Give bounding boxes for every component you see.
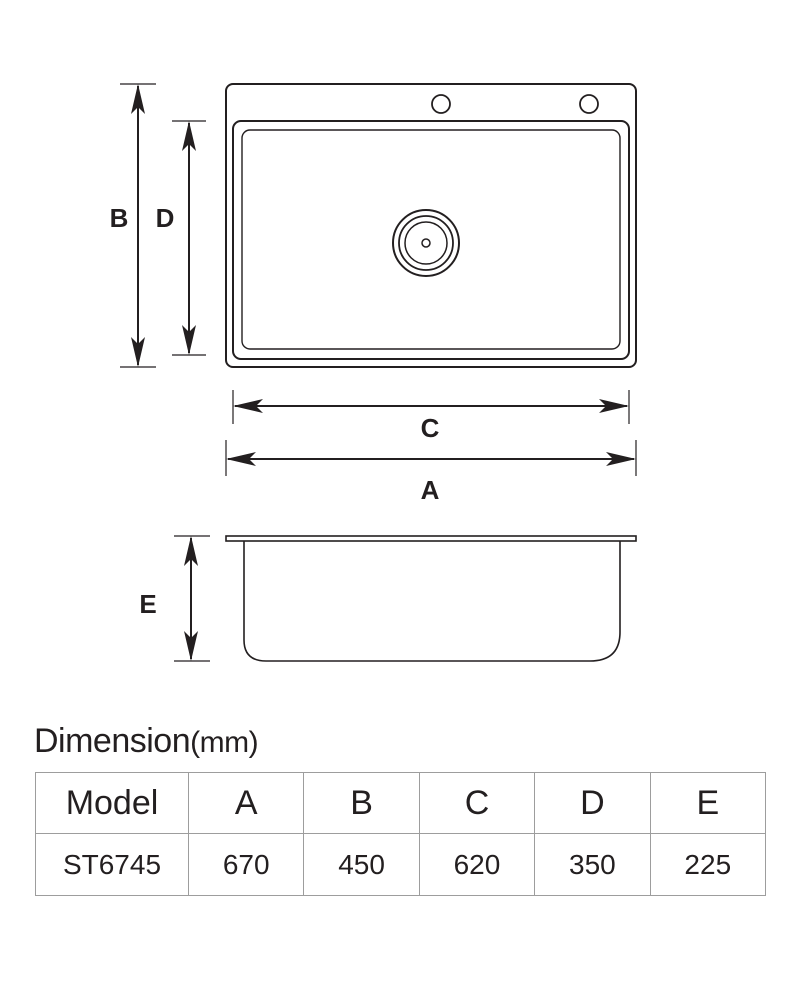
cell-c: 620: [418, 833, 536, 896]
table-row: ST6745 670 450 620 350 225: [35, 833, 767, 896]
sink-bowl-outer: [232, 120, 630, 360]
cell-d: 350: [534, 833, 651, 896]
header-b: B: [303, 772, 420, 834]
dimension-e-label: E: [139, 589, 156, 619]
dimension-c: [232, 390, 630, 424]
sink-side-bowl: [243, 541, 621, 662]
table-header-row: Model A B C D E: [35, 772, 767, 834]
header-model: Model: [35, 772, 189, 834]
cell-model: ST6745: [35, 833, 189, 896]
sink-drawing: B D C A E: [110, 83, 637, 662]
header-e: E: [649, 772, 767, 834]
drain-icon: [392, 209, 460, 277]
dimension-d: [172, 120, 206, 356]
dimension-title-unit: (mm): [190, 726, 259, 759]
cell-b: 450: [303, 833, 420, 896]
faucet-hole-left: [431, 94, 451, 114]
dimension-a: [225, 440, 637, 476]
sink-outer-rim: [225, 83, 637, 368]
cell-e: 225: [649, 833, 767, 896]
header-a: A: [187, 772, 305, 834]
sink-side-view: [225, 535, 637, 662]
header-d: D: [534, 772, 651, 834]
dimension-table: Model A B C D E ST6745 670 450 620 350 2…: [35, 772, 767, 896]
sink-top-view: [225, 83, 637, 368]
sink-bowl-inner: [241, 129, 621, 350]
sink-side-rim: [225, 535, 637, 542]
dimension-e: [174, 535, 210, 662]
dimension-b-label: B: [110, 203, 129, 233]
dimension-d-label: D: [156, 203, 175, 233]
dimension-c-label: C: [421, 413, 440, 443]
cell-a: 670: [187, 833, 305, 896]
faucet-hole-right: [579, 94, 599, 114]
dimension-a-label: A: [421, 475, 440, 505]
dimension-title-text: Dimension: [34, 722, 191, 760]
header-c: C: [418, 772, 536, 834]
dimension-b: [120, 83, 156, 368]
dimension-title: Dimension(mm): [34, 722, 259, 761]
